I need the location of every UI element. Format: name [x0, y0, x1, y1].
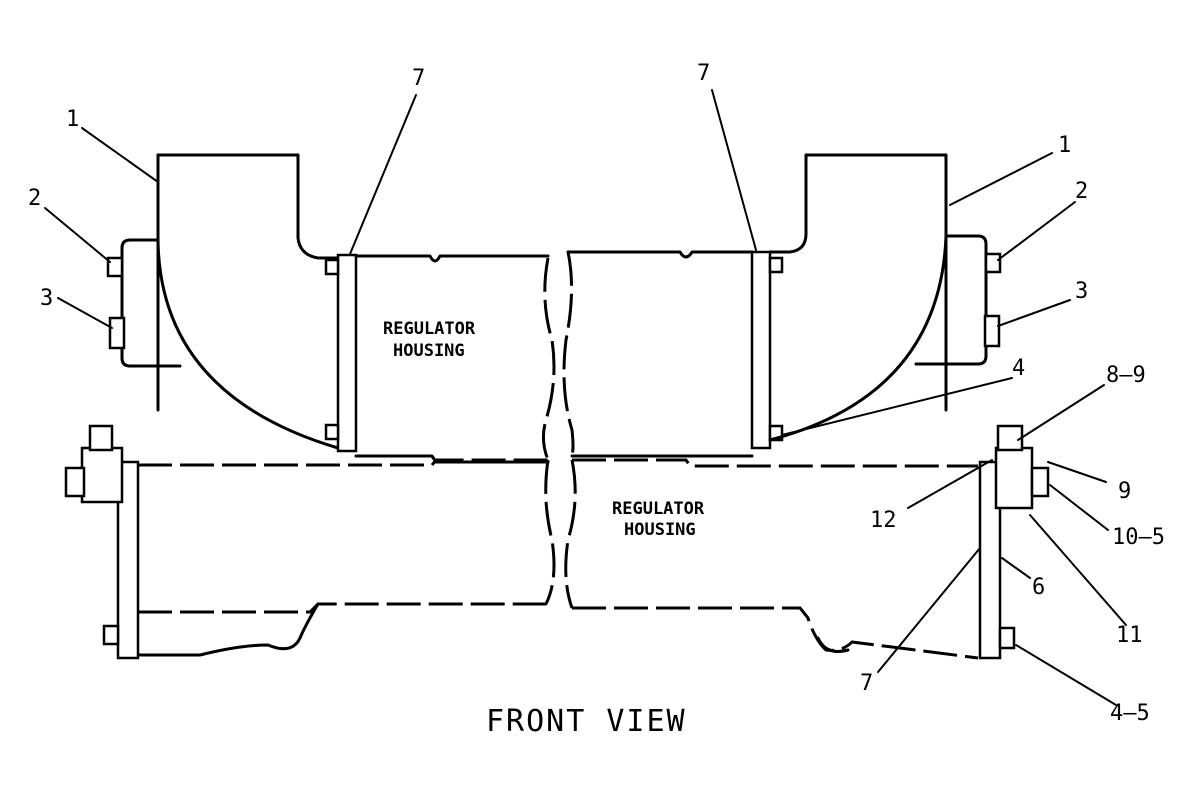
callout-left-elbow: 1 [66, 107, 79, 132]
lower-housing-label-line1: REGULATOR [612, 499, 705, 519]
upper-housing-label-line2: HOUSING [393, 341, 465, 361]
callout-bracket-washer: 9 [1118, 479, 1131, 504]
callout-right-bolt-lower: 4 [1012, 356, 1025, 381]
left-flange [324, 253, 358, 453]
upper-housing-left [354, 254, 556, 464]
right-flange [750, 250, 784, 450]
callout-left-bolt-upper: 2 [28, 186, 41, 211]
left-elbow [120, 153, 340, 450]
view-title: FRONT VIEW [486, 704, 687, 739]
callout-left-gasket: 7 [412, 66, 425, 91]
upper-housing-label-line1: REGULATOR [383, 319, 476, 339]
callout-right-gasket: 7 [697, 61, 710, 86]
callout-bracket-spacer: 12 [870, 508, 897, 533]
right-elbow-bolt [984, 252, 1002, 274]
callout-right-clamp: 3 [1075, 279, 1088, 304]
upper-housing-right [562, 250, 754, 458]
callout-bracket-gasket: 7 [860, 671, 873, 696]
callout-right-bolt-upper: 2 [1075, 179, 1088, 204]
callout-bracket-nut: 10–5 [1112, 525, 1165, 550]
callout-bracket-bolt-top: 8–9 [1106, 363, 1146, 388]
callout-bracket-block: 11 [1116, 623, 1143, 648]
callout-left-clamp: 3 [40, 286, 53, 311]
right-elbow [768, 153, 988, 442]
lower-housing [136, 458, 979, 660]
left-bracket [64, 424, 140, 660]
callout-right-elbow: 1 [1058, 133, 1071, 158]
callout-bracket-plate: 6 [1032, 575, 1045, 600]
lower-housing-label-line2: HOUSING [624, 520, 696, 540]
left-elbow-bolt [106, 256, 124, 278]
right-elbow-clamp [983, 314, 1001, 348]
callout-bracket-bolt-lower: 4–5 [1110, 701, 1150, 726]
left-elbow-clamp [108, 316, 126, 350]
leader-lines [44, 89, 1127, 706]
